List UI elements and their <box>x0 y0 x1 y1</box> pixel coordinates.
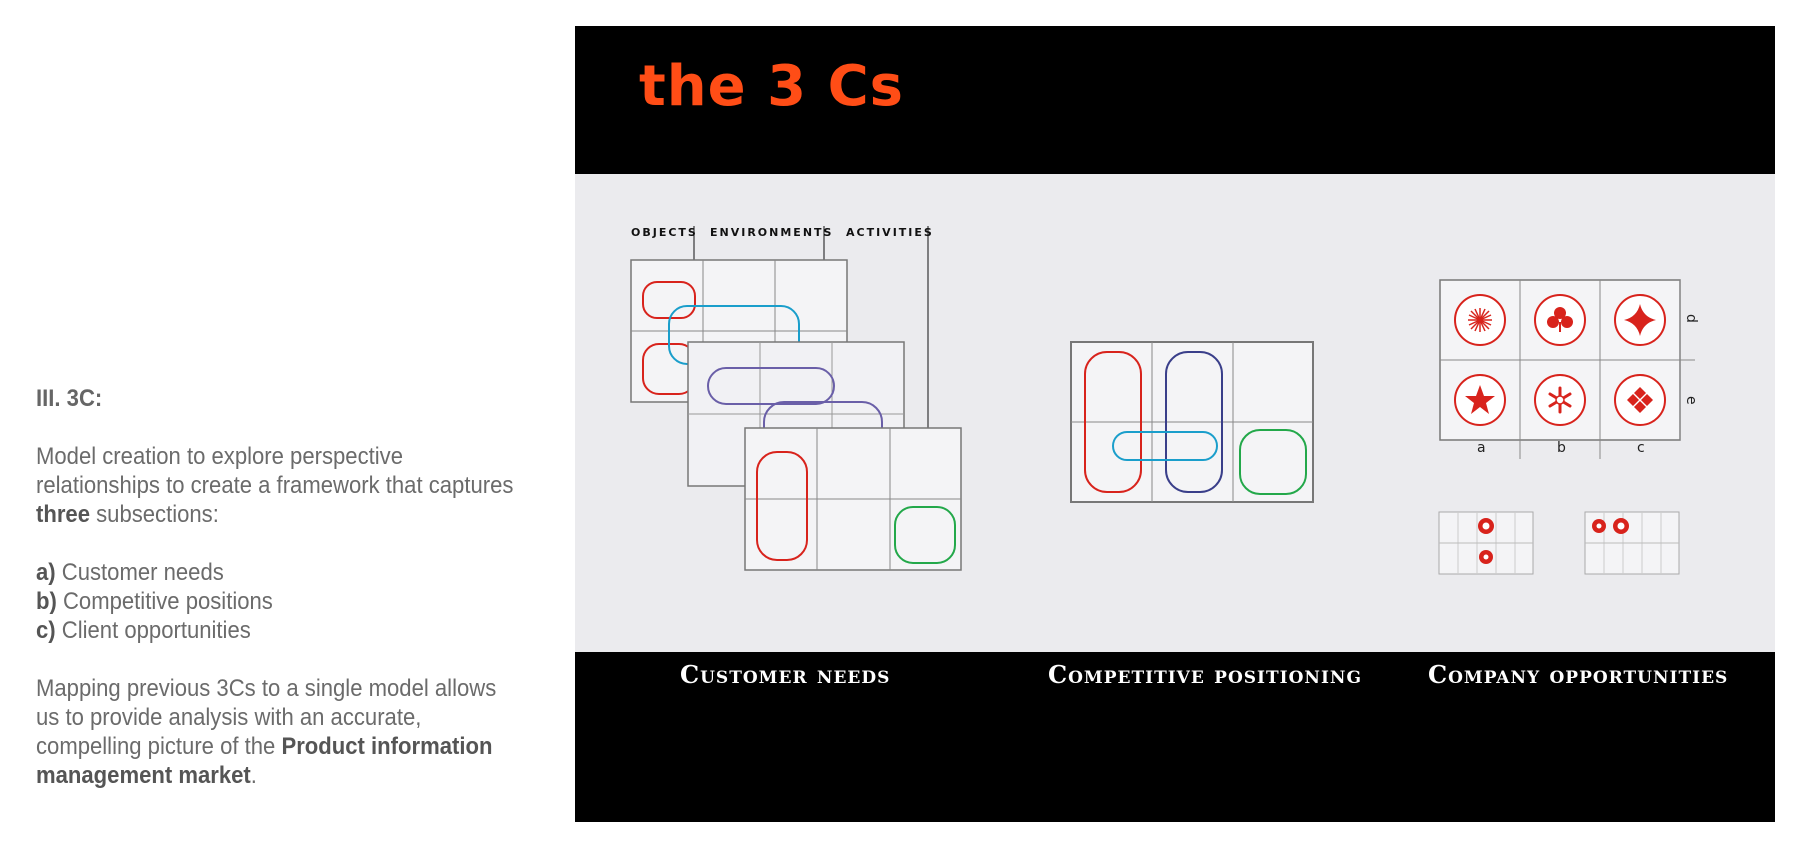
outro-text: Mapping previous 3Cs to a single model a… <box>36 675 497 760</box>
label-objects: OBJECTS <box>631 226 698 239</box>
description-panel: III. 3C: Model creation to explore persp… <box>36 384 514 819</box>
outro-paragraph: Mapping previous 3Cs to a single model a… <box>36 674 514 790</box>
label-environments: ENVIRONMENTS <box>710 226 833 239</box>
slide: the 3 Cs OBJECTS ENVIRONMENTS ACTIVITIES <box>575 26 1775 822</box>
star-icon <box>1454 374 1506 426</box>
section-heading: III. 3C: <box>36 385 103 412</box>
outro-bold: Product information management market <box>36 733 493 789</box>
list-letter: b) <box>36 588 57 615</box>
intro-text: Model creation to explore perspective re… <box>36 443 514 499</box>
axis-row-e: e <box>1683 396 1699 405</box>
list-text: Customer needs <box>55 559 224 586</box>
small-grid-1 <box>1438 511 1534 575</box>
list-letter: a) <box>36 559 56 586</box>
company-opportunities-diagram: a b c d e <box>1438 279 1699 575</box>
list-text: Competitive positions <box>56 588 273 615</box>
diagram-area: OBJECTS ENVIRONMENTS ACTIVITIES <box>575 174 1775 652</box>
diamond-cluster-icon <box>1614 374 1666 426</box>
label-activities: ACTIVITIES <box>846 226 934 239</box>
outro-text-end: . <box>250 762 257 789</box>
axis-row-d: d <box>1683 314 1699 323</box>
axis-col-b: b <box>1557 440 1566 456</box>
caption-customer-needs: Customer needs <box>680 660 891 689</box>
intro-text-end: subsections: <box>89 501 219 528</box>
clover-icon <box>1534 294 1586 346</box>
star4-icon <box>1614 294 1666 346</box>
list-item: c) Client opportunities <box>36 616 514 645</box>
list-letter: c) <box>36 617 56 644</box>
intro-paragraph: Model creation to explore perspective re… <box>36 442 514 529</box>
subsection-list: a) Customer needs b) Competitive positio… <box>36 558 514 645</box>
competitive-positioning-diagram <box>1070 341 1314 503</box>
diagram-svg: OBJECTS ENVIRONMENTS ACTIVITIES <box>630 226 1699 575</box>
sunburst-icon <box>1454 294 1506 346</box>
list-item: a) Customer needs <box>36 558 514 587</box>
slide-title: the 3 Cs <box>639 54 905 119</box>
small-grid-2 <box>1584 511 1680 575</box>
customer-needs-diagram: OBJECTS ENVIRONMENTS ACTIVITIES <box>630 226 962 571</box>
caption-competitive-positioning: Competitive positioning <box>1048 660 1362 689</box>
asterisk-icon <box>1534 374 1586 426</box>
list-text: Client opportunities <box>55 617 251 644</box>
axis-col-a: a <box>1477 440 1486 456</box>
intro-bold: three <box>36 501 90 528</box>
list-item: b) Competitive positions <box>36 587 514 616</box>
activities-grid <box>744 427 962 571</box>
caption-company-opportunities: Company opportunities <box>1428 660 1729 689</box>
axis-col-c: c <box>1637 440 1645 456</box>
